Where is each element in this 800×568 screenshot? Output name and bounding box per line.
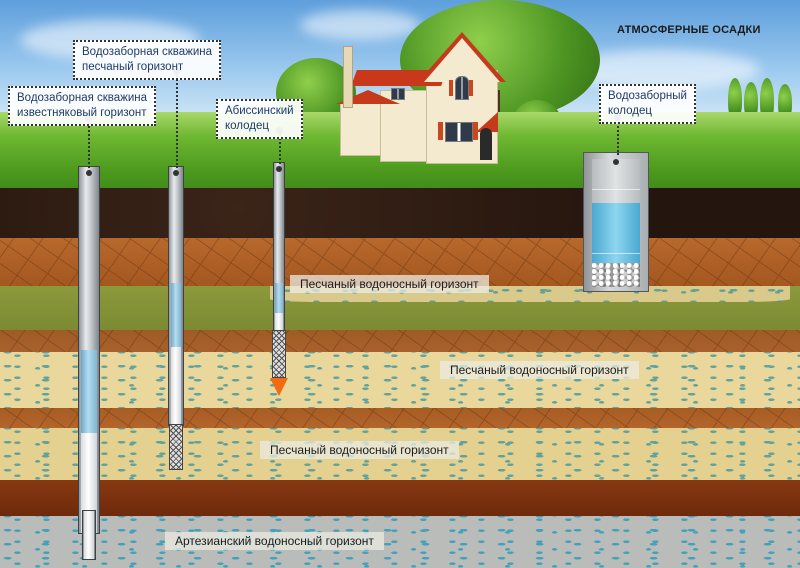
callout-line: известняковый горизонт [17, 107, 147, 119]
middle-sand-aquifer-layer [0, 348, 800, 408]
callout-limestone-borehole: Водозаборная скважина известняковый гори… [8, 86, 157, 126]
cone-tip-icon [270, 378, 288, 396]
mesh-filter-icon [272, 330, 286, 378]
callout-dug-well: Водозаборный колодец [599, 84, 696, 124]
dug-well [583, 152, 649, 292]
clay-layer-2 [0, 326, 800, 352]
precipitation-title: АТМОСФЕРНЫЕ ОСАДКИ [617, 24, 761, 36]
label-artesian-aquifer: Артезианский водоносный горизонт [165, 532, 384, 550]
label-lower-sand-aquifer: Песчаный водоносный горизонт [260, 441, 459, 459]
label-middle-sand-aquifer: Песчаный водоносный горизонт [440, 361, 639, 379]
callout-line: колодец [608, 105, 652, 117]
leader-line [88, 113, 90, 168]
callout-line: песчаный горизонт [82, 61, 184, 73]
abyssinian-well-pipe [273, 162, 285, 333]
gravel-filter [592, 263, 640, 287]
callout-line: Абиссинский [225, 105, 294, 117]
callout-line: Водозаборный [608, 90, 687, 102]
leader-line [279, 129, 281, 164]
limestone-borehole-pipe [78, 166, 100, 534]
topsoil-layer [0, 188, 800, 238]
callout-abyssinian-well: Абиссинский колодец [216, 99, 303, 139]
artesian-aquifer-layer [0, 512, 800, 568]
limestone-borehole-tip [82, 510, 96, 560]
cloud [300, 10, 420, 40]
callout-line: колодец [225, 120, 269, 132]
callout-line: Водозаборная скважина [17, 92, 148, 104]
house-icon [336, 32, 506, 164]
label-upper-sand-aquifer: Песчаный водоносный горизонт [290, 275, 489, 293]
leader-line [617, 115, 619, 155]
sand-borehole-pipe [168, 166, 184, 427]
callout-line: Водозаборная скважина [82, 46, 213, 58]
mesh-filter-icon [169, 424, 183, 470]
red-clay-layer [0, 476, 800, 516]
leader-line [176, 72, 178, 168]
callout-sand-borehole: Водозаборная скважина песчаный горизонт [73, 40, 222, 80]
tree-icon [728, 78, 798, 128]
